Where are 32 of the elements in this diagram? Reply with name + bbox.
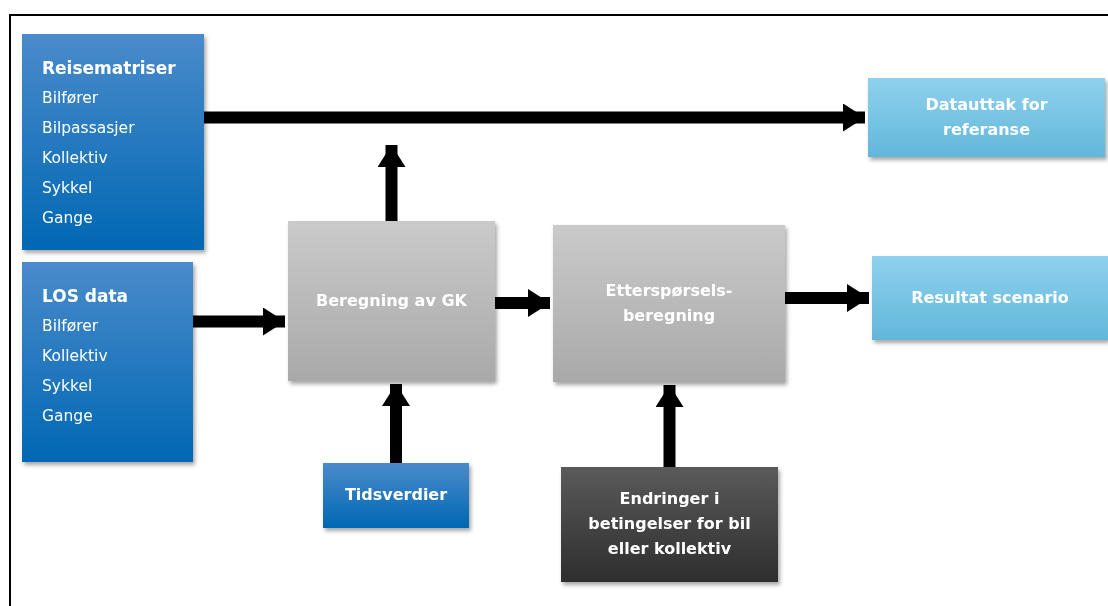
arrow	[655, 385, 684, 467]
box-label: Datauttak for referanse	[924, 93, 1049, 141]
process-box	[288, 221, 495, 381]
input-box	[323, 463, 469, 528]
box-label: Resultat scenario	[911, 286, 1069, 309]
output-box	[872, 256, 1108, 340]
list-item: Bilfører	[42, 315, 99, 337]
output-box	[868, 78, 1105, 157]
arrow	[785, 284, 869, 312]
list-item: Kollektiv	[42, 345, 108, 367]
list-item: Bilfører	[42, 87, 99, 109]
box-heading: LOS data	[42, 285, 129, 308]
arrow	[377, 145, 406, 221]
arrow	[204, 103, 865, 132]
list-item: Kollektiv	[42, 147, 108, 169]
list-item: Bilpassasjer	[42, 117, 135, 139]
condition-box	[561, 467, 778, 582]
list-item: Sykkel	[42, 177, 93, 199]
box-label: Endringer i betingelser for bil eller kollektiv	[587, 488, 752, 560]
arrow	[495, 289, 550, 317]
box-label: Tidsverdier	[344, 484, 448, 507]
process-box	[553, 225, 785, 382]
list-item: Gange	[42, 405, 93, 427]
list-item: Gange	[42, 207, 93, 229]
box-heading: Reisematriser	[42, 57, 176, 80]
arrow	[382, 384, 410, 463]
input-box	[22, 262, 193, 462]
box-label: Beregning av GK	[316, 289, 467, 312]
box-label: Etterspørsels- beregning	[604, 279, 734, 327]
arrow	[193, 307, 285, 336]
list-item: Sykkel	[42, 375, 93, 397]
input-box	[22, 34, 204, 250]
